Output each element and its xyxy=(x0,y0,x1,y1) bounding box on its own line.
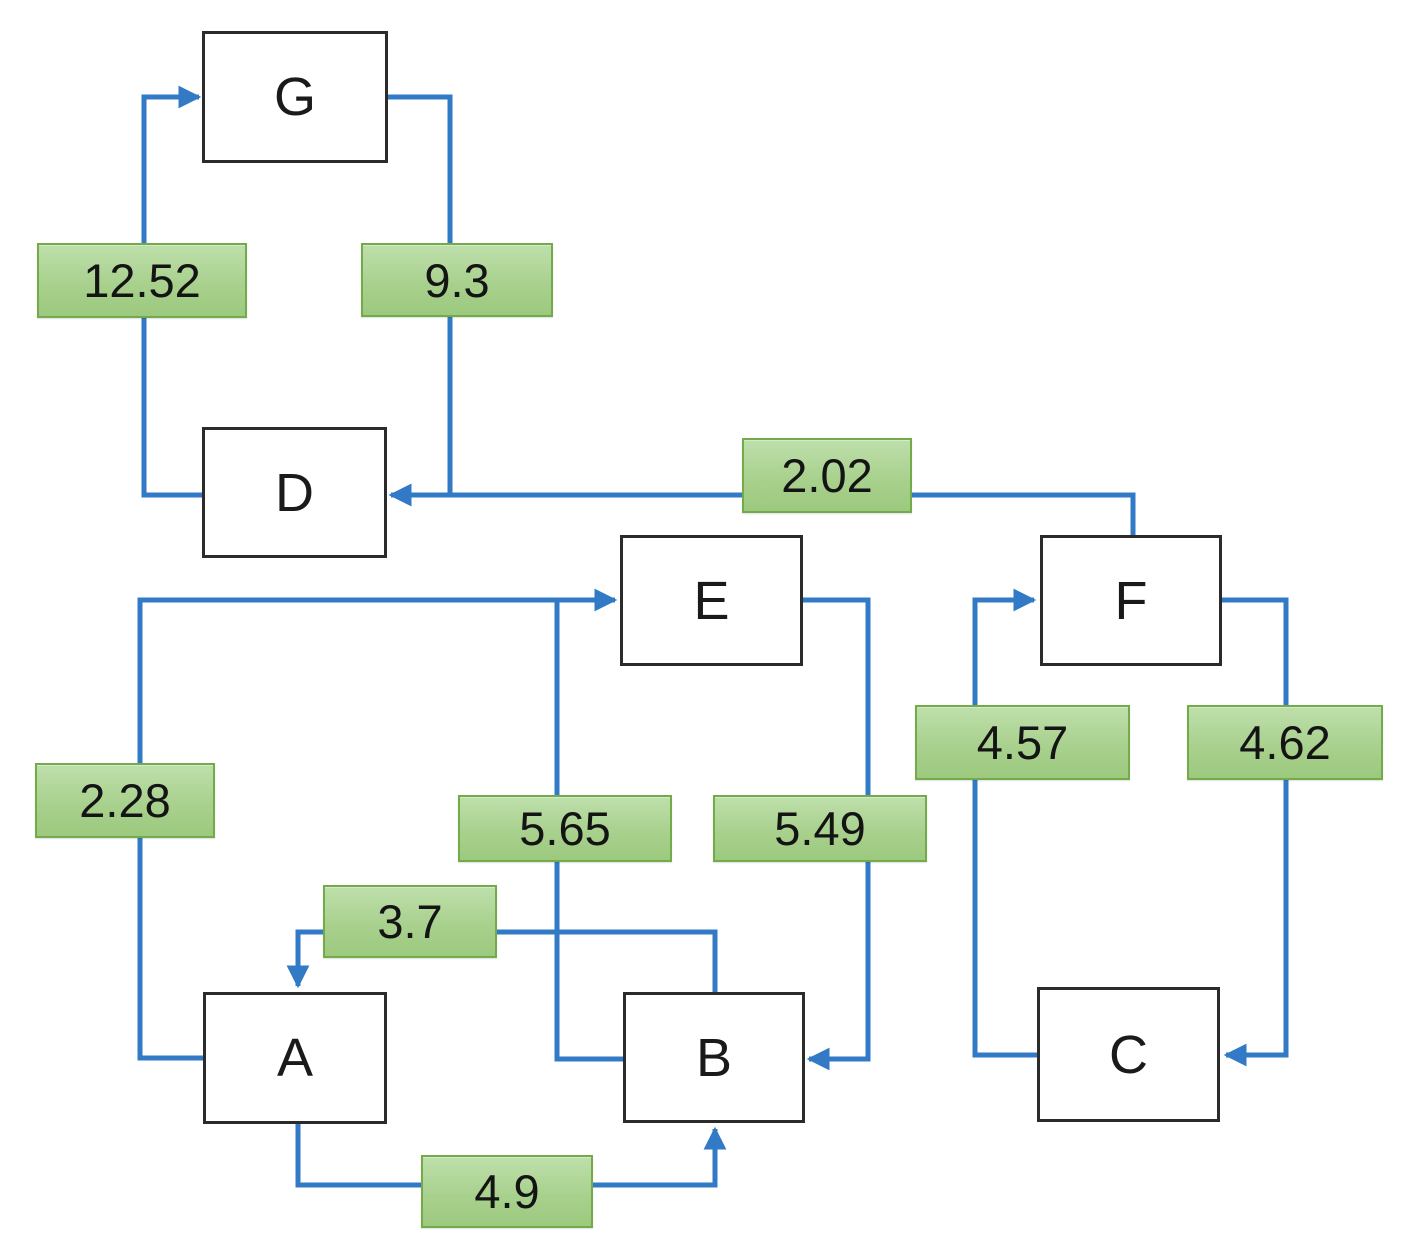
node-C-label: C xyxy=(1109,1024,1148,1085)
edge-weight-label-F-C: 4.62 xyxy=(1187,705,1383,780)
edge-weight-label-D-G: 12.52 xyxy=(37,243,247,318)
node-A: A xyxy=(203,992,387,1124)
node-E: E xyxy=(620,535,803,666)
node-F: F xyxy=(1040,535,1222,666)
node-C: C xyxy=(1037,987,1220,1122)
edge-weight-label-B-A: 3.7 xyxy=(323,885,497,958)
edge-weight-label-C-F: 4.57 xyxy=(915,705,1130,780)
node-B-label: B xyxy=(695,1027,733,1088)
edge-weight-label-A-B: 4.9 xyxy=(421,1155,593,1228)
node-G-label: G xyxy=(273,67,316,127)
node-F-label: F xyxy=(1114,570,1148,631)
edge-weight-label-F-D: 2.02 xyxy=(742,438,912,513)
node-B: B xyxy=(623,992,805,1123)
node-A-label: A xyxy=(276,1028,314,1088)
node-G: G xyxy=(202,31,388,163)
edge-line-B-E xyxy=(554,600,623,1062)
edge-line-F-D xyxy=(388,483,1136,535)
edge-line-F-C xyxy=(1222,597,1289,1067)
edge-weight-label-B-E: 5.65 xyxy=(458,795,672,862)
edge-line-B-A xyxy=(286,929,718,992)
node-D: D xyxy=(202,427,387,558)
node-E-label: E xyxy=(693,570,730,631)
edge-weight-label-A-E: 2.28 xyxy=(35,763,215,838)
edge-weight-label-G-D: 9.3 xyxy=(361,243,553,317)
node-D-label: D xyxy=(275,462,314,523)
edge-weight-label-E-B: 5.49 xyxy=(713,795,927,862)
edge-line-C-F xyxy=(972,588,1037,1058)
